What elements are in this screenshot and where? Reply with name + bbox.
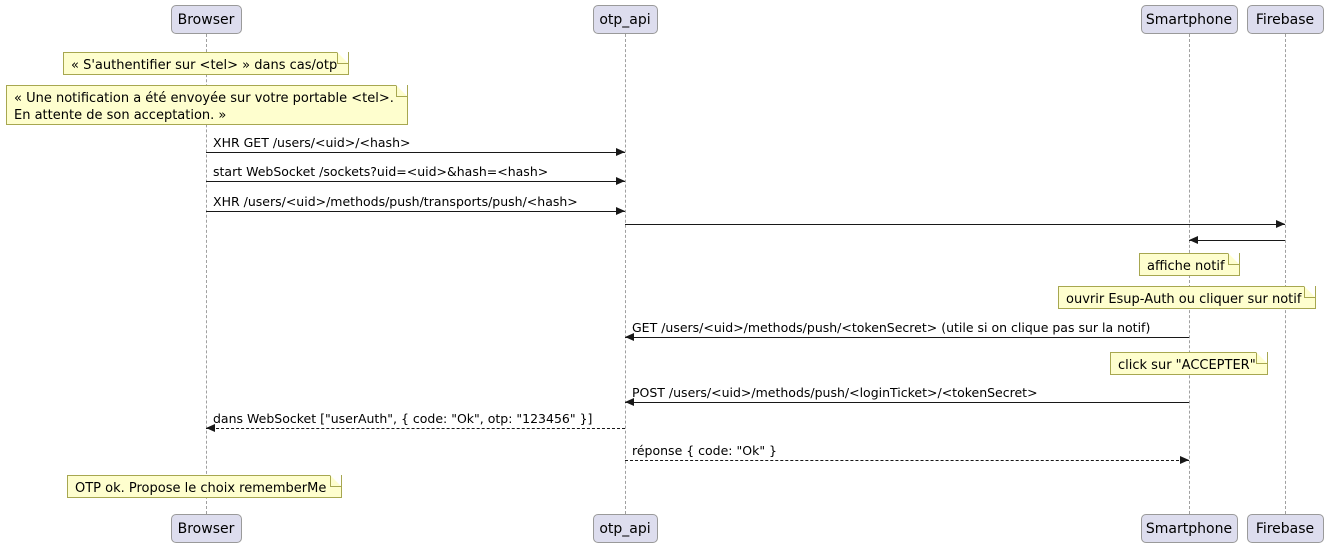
- participant-label: Firebase: [1255, 520, 1315, 537]
- participant-footer-otp_api: otp_api: [592, 514, 658, 543]
- note-text: ouvrir Esup-Auth ou cliquer sur notif: [1066, 292, 1302, 307]
- message-label-5: GET /users/<uid>/methods/push/<tokenSecr…: [632, 320, 1151, 335]
- message-arrowhead-1: [616, 177, 625, 185]
- note-text: affiche notif: [1147, 259, 1225, 274]
- participant-footer-firebase: Firebase: [1246, 514, 1324, 543]
- participant-footer-browser: Browser: [170, 514, 242, 543]
- message-line-4: [1189, 240, 1285, 241]
- participant-label: Smartphone: [1145, 11, 1233, 28]
- message-label-8: réponse { code: "Ok" }: [632, 443, 777, 458]
- note-otp-ok: OTP ok. Propose le choix rememberMe: [67, 475, 342, 498]
- message-line-2: [206, 211, 625, 212]
- message-line-5: [625, 337, 1189, 338]
- note-text: click sur "ACCEPTER": [1118, 358, 1256, 373]
- message-arrowhead-4: [1189, 236, 1198, 244]
- note-fold-corner-icon: [337, 52, 348, 64]
- message-arrowhead-6: [625, 398, 634, 406]
- participant-header-otp_api: otp_api: [592, 5, 658, 34]
- participant-label: otp_api: [599, 520, 651, 537]
- note-fold-corner-icon: [330, 475, 341, 487]
- message-arrowhead-0: [616, 148, 625, 156]
- note-fold-corner-icon: [396, 85, 407, 97]
- message-arrowhead-7: [206, 424, 215, 432]
- participant-header-smartphone: Smartphone: [1140, 5, 1238, 34]
- message-line-8: [625, 460, 1189, 461]
- lifeline-firebase: [1285, 34, 1286, 514]
- participant-label: otp_api: [599, 11, 651, 28]
- note-click: click sur "ACCEPTER": [1110, 352, 1268, 375]
- note-text: « S'authentifier sur <tel> » dans cas/ot…: [71, 58, 338, 73]
- note-fold-corner-icon: [1228, 253, 1239, 265]
- participant-label: Firebase: [1255, 11, 1315, 28]
- message-label-6: POST /users/<uid>/methods/push/<loginTic…: [632, 385, 1038, 400]
- note-affiche: affiche notif: [1139, 253, 1240, 276]
- message-line-3: [625, 224, 1285, 225]
- note-text: « Une notification a été envoyée sur vot…: [14, 91, 394, 123]
- participant-label: Smartphone: [1145, 520, 1233, 537]
- participant-label: Browser: [177, 520, 235, 537]
- note-text: OTP ok. Propose le choix rememberMe: [75, 481, 327, 496]
- participant-header-browser: Browser: [170, 5, 242, 34]
- note-authentifier: « S'authentifier sur <tel> » dans cas/ot…: [63, 52, 349, 75]
- participant-label: Browser: [177, 11, 235, 28]
- participant-footer-smartphone: Smartphone: [1140, 514, 1238, 543]
- participant-header-firebase: Firebase: [1246, 5, 1324, 34]
- note-fold-corner-icon: [1256, 352, 1267, 364]
- message-line-1: [206, 181, 625, 182]
- message-arrowhead-5: [625, 333, 634, 341]
- message-line-7: [206, 428, 625, 429]
- lifeline-browser: [206, 34, 207, 514]
- lifeline-otp_api: [625, 34, 626, 514]
- message-arrowhead-8: [1180, 456, 1189, 464]
- message-label-2: XHR /users/<uid>/methods/push/transports…: [213, 194, 578, 209]
- message-label-7: dans WebSocket ["userAuth", { code: "Ok"…: [213, 411, 593, 426]
- message-label-0: XHR GET /users/<uid>/<hash>: [213, 135, 411, 150]
- message-label-1: start WebSocket /sockets?uid=<uid>&hash=…: [213, 164, 549, 179]
- message-arrowhead-3: [1276, 220, 1285, 228]
- message-line-6: [625, 402, 1189, 403]
- note-ouvrir: ouvrir Esup-Auth ou cliquer sur notif: [1058, 286, 1316, 309]
- note-notification: « Une notification a été envoyée sur vot…: [6, 85, 408, 125]
- message-arrowhead-2: [616, 207, 625, 215]
- message-line-0: [206, 152, 625, 153]
- note-fold-corner-icon: [1304, 286, 1315, 298]
